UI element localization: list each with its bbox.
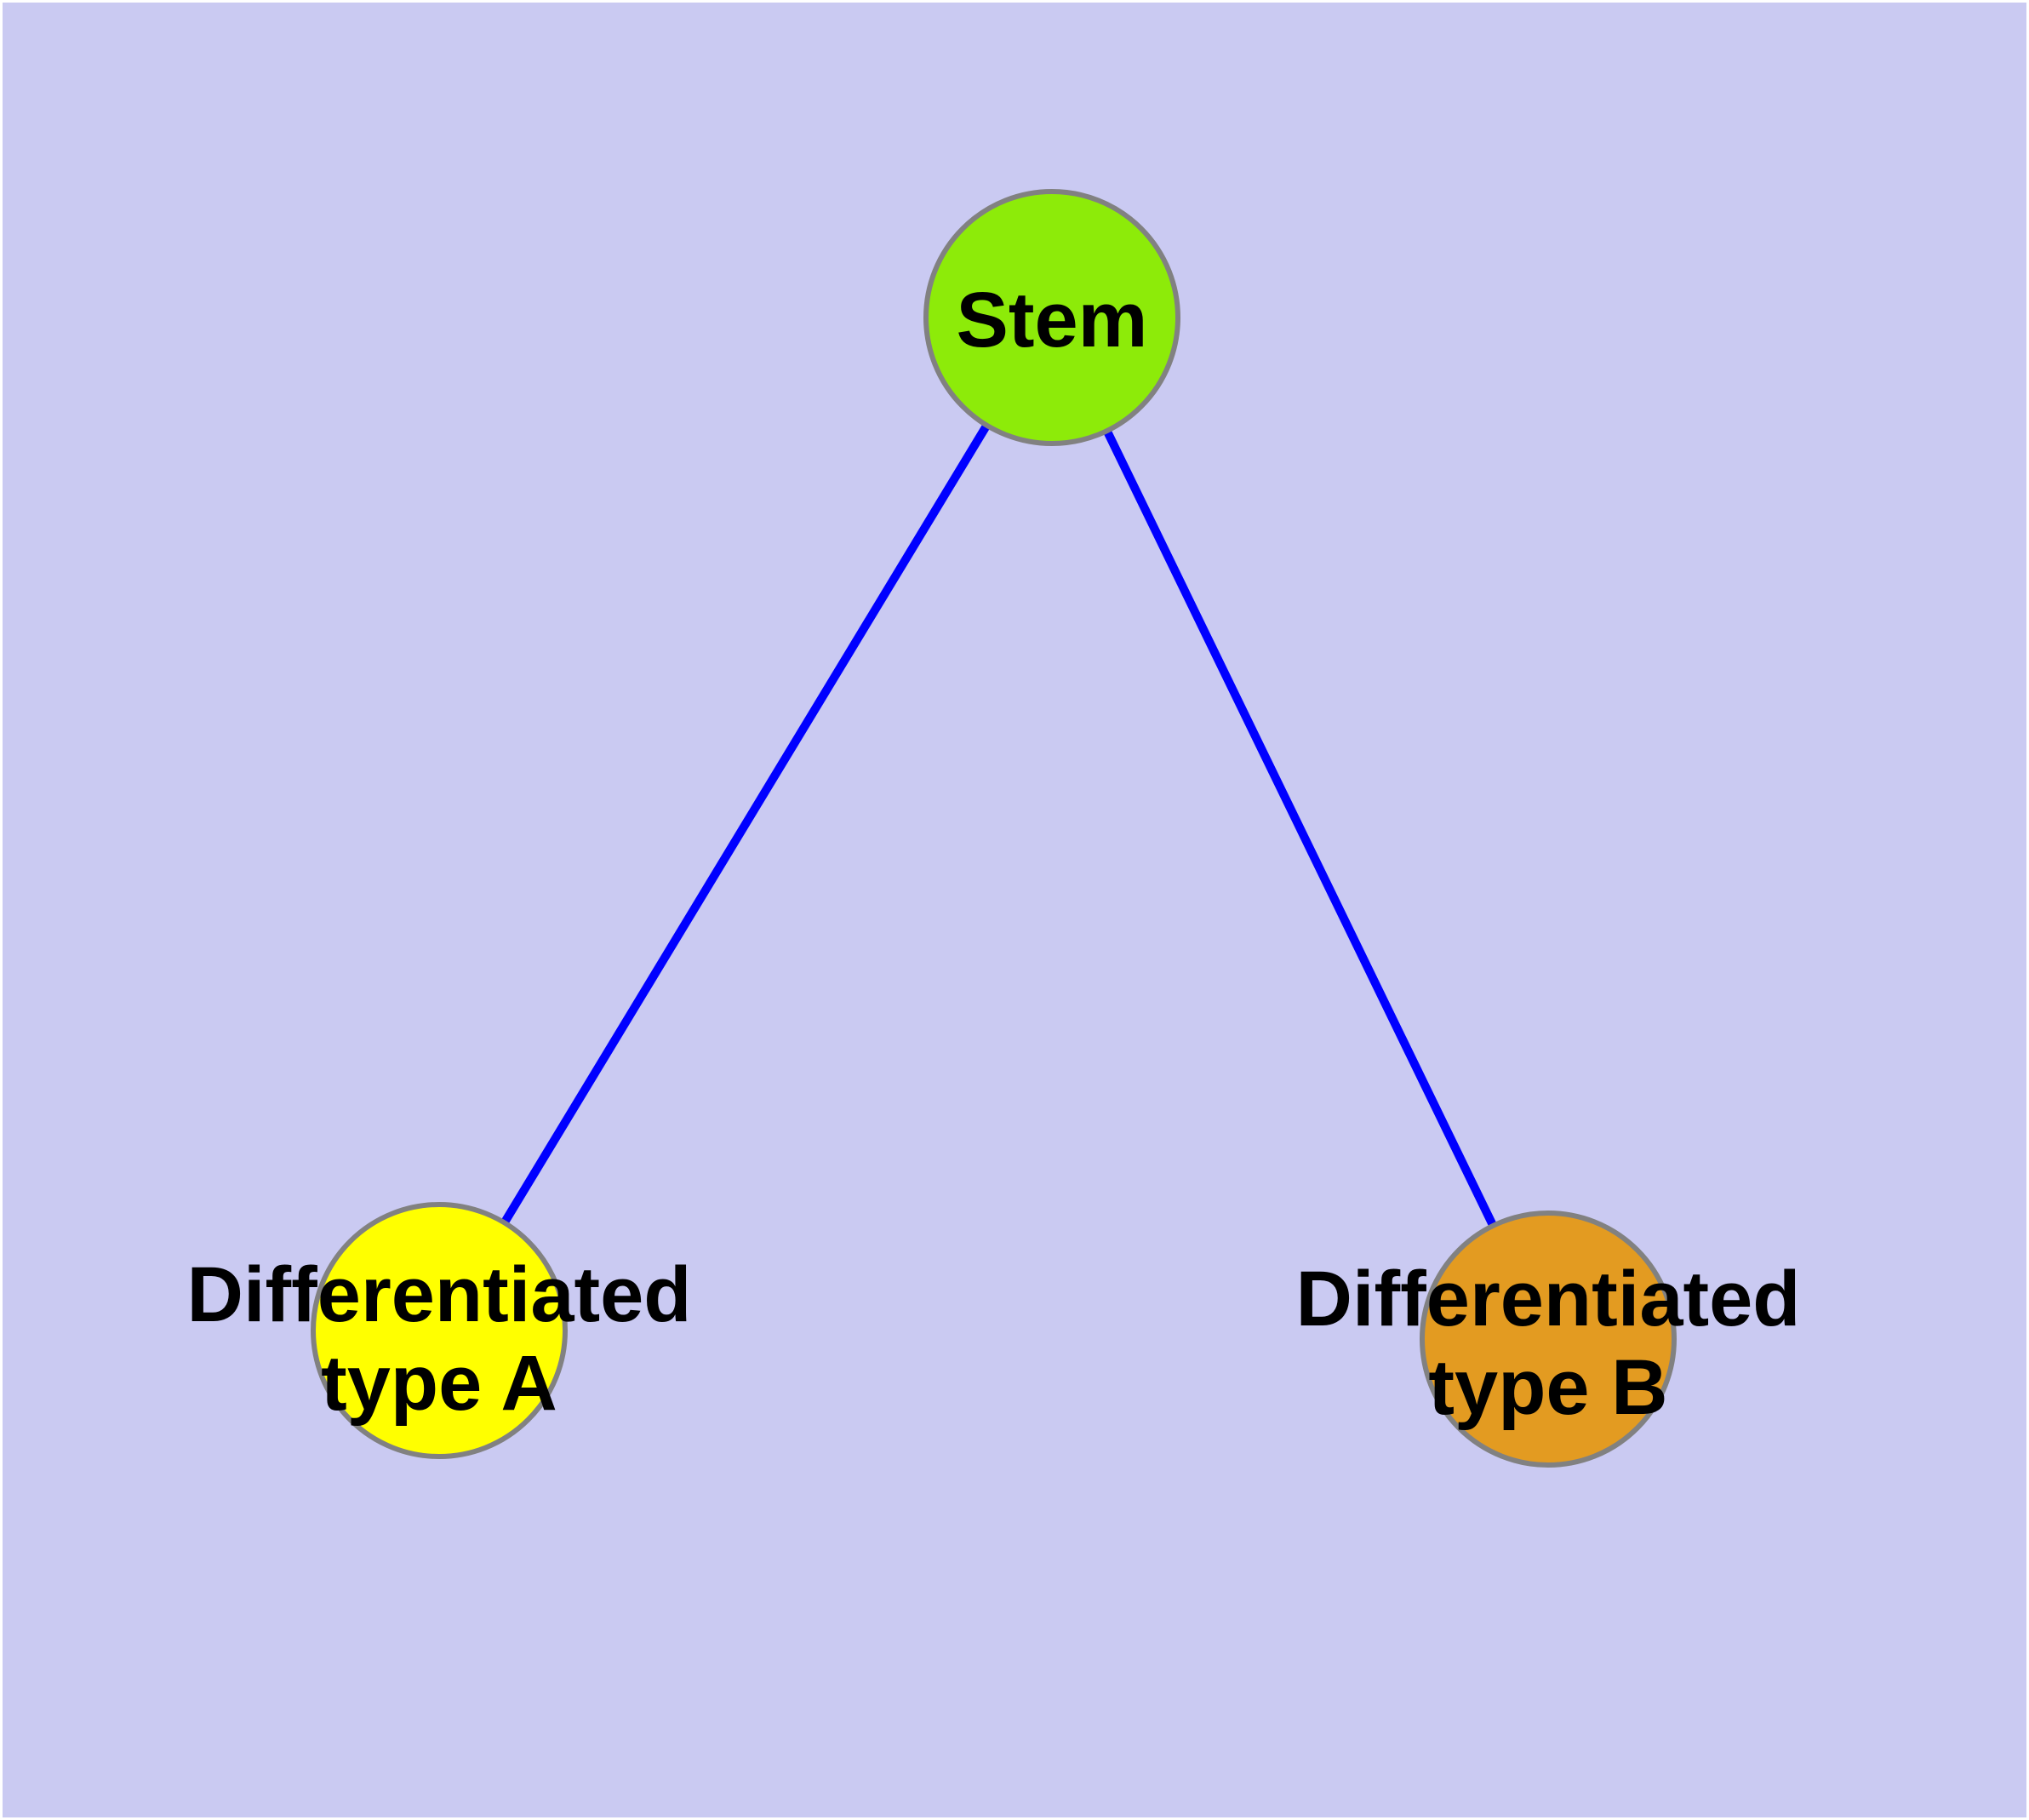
node-type-b-label-line-2: type B <box>1428 1344 1667 1431</box>
node-type-a-label-line-2: type A <box>321 1340 557 1427</box>
node-type-b-label-line-1: Differentiated <box>1296 1256 1801 1342</box>
node-differentiated-type-a <box>311 1202 568 1459</box>
node-stem-label: Stem <box>957 277 1148 363</box>
edge-stem-to-type-b <box>1048 315 1552 1342</box>
node-stem <box>923 189 1180 446</box>
node-differentiated-type-b <box>1420 1210 1677 1468</box>
edge-stem-to-type-a <box>435 315 1056 1333</box>
node-type-a-label-line-1: Differentiated <box>187 1251 692 1338</box>
